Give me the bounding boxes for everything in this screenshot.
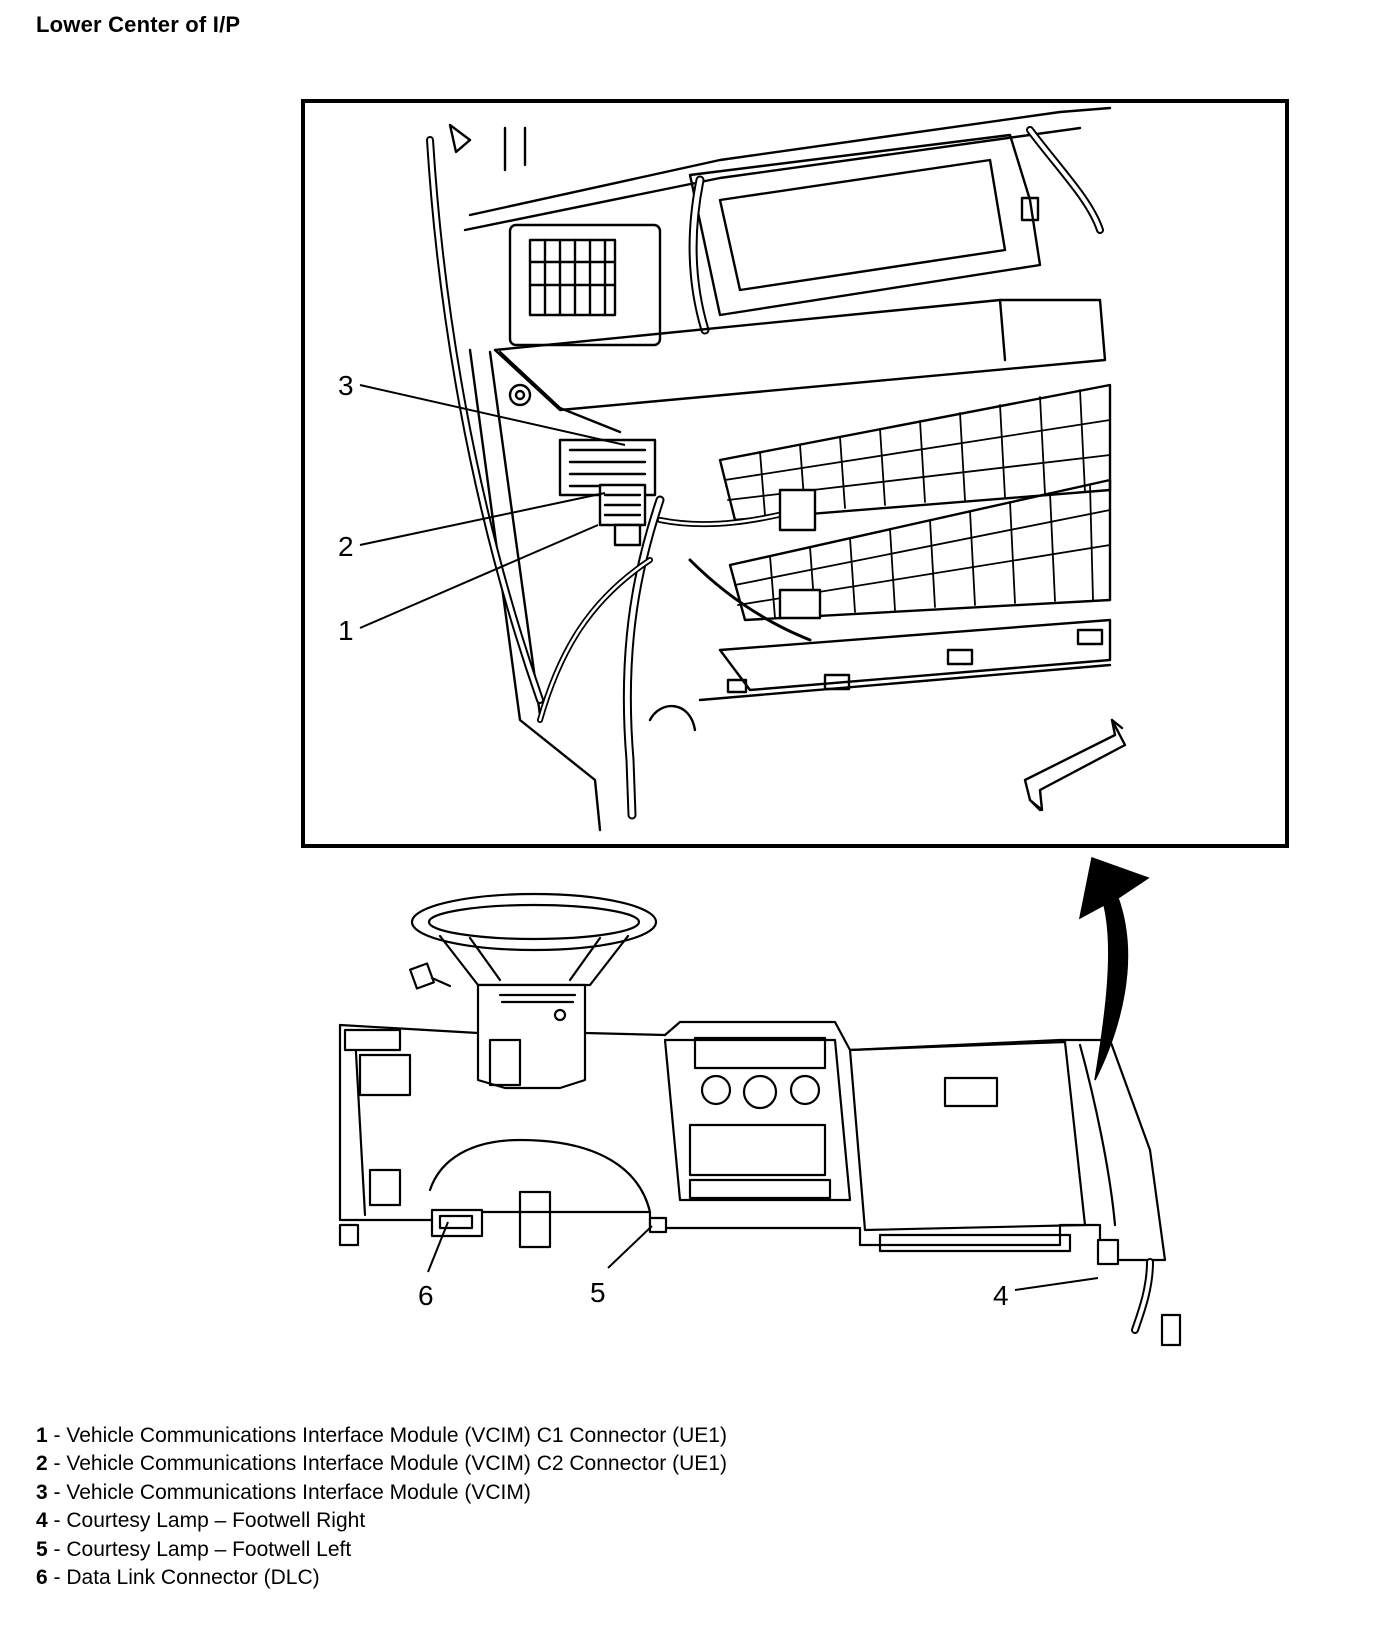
legend-item-4: 4 - Courtesy Lamp – Footwell Right (36, 1507, 727, 1535)
legend-item-3: 3 - Vehicle Communications Interface Mod… (36, 1479, 727, 1507)
legend-number: 4 (36, 1509, 48, 1533)
callout-2: 2 (338, 531, 354, 562)
legend-text: Vehicle Communications Interface Module … (66, 1452, 727, 1476)
legend-text: Data Link Connector (DLC) (66, 1566, 320, 1590)
legend: 1 - Vehicle Communications Interface Mod… (36, 1422, 727, 1592)
page-title: Lower Center of I/P (36, 12, 241, 37)
view-arrow (1078, 857, 1150, 1081)
legend-item-6: 6 - Data Link Connector (DLC) (36, 1564, 727, 1592)
callout-1: 1 (338, 615, 354, 646)
legend-item-1: 1 - Vehicle Communications Interface Mod… (36, 1422, 727, 1450)
detail-view (301, 99, 1289, 848)
legend-text: Vehicle Communications Interface Module … (66, 1480, 531, 1504)
legend-text: Vehicle Communications Interface Module … (66, 1424, 727, 1447)
overview-view (338, 892, 1182, 1347)
overview-leaders (427, 1221, 1099, 1291)
legend-number: 6 (36, 1566, 48, 1590)
legend-number: 1 (36, 1424, 48, 1447)
legend-separator: - (47, 1509, 67, 1533)
legend-separator: - (47, 1452, 67, 1476)
legend-number: 3 (36, 1480, 48, 1504)
legend-separator: - (47, 1424, 67, 1447)
legend-separator: - (47, 1566, 67, 1590)
detail-frame (301, 99, 1289, 848)
legend-item-2: 2 - Vehicle Communications Interface Mod… (36, 1450, 727, 1478)
callout-6: 6 (418, 1280, 434, 1311)
legend-text: Courtesy Lamp – Footwell Right (66, 1509, 366, 1533)
legend-text: Courtesy Lamp – Footwell Left (66, 1537, 352, 1561)
legend-number: 5 (36, 1537, 48, 1561)
legend-separator: - (47, 1537, 67, 1561)
detail-leaders (359, 384, 626, 629)
legend-number: 2 (36, 1452, 48, 1476)
legend-item-5: 5 - Courtesy Lamp – Footwell Left (36, 1536, 727, 1564)
callout-3: 3 (338, 370, 354, 401)
callout-5: 5 (590, 1277, 606, 1308)
callout-4: 4 (993, 1280, 1009, 1311)
legend-separator: - (47, 1480, 67, 1504)
